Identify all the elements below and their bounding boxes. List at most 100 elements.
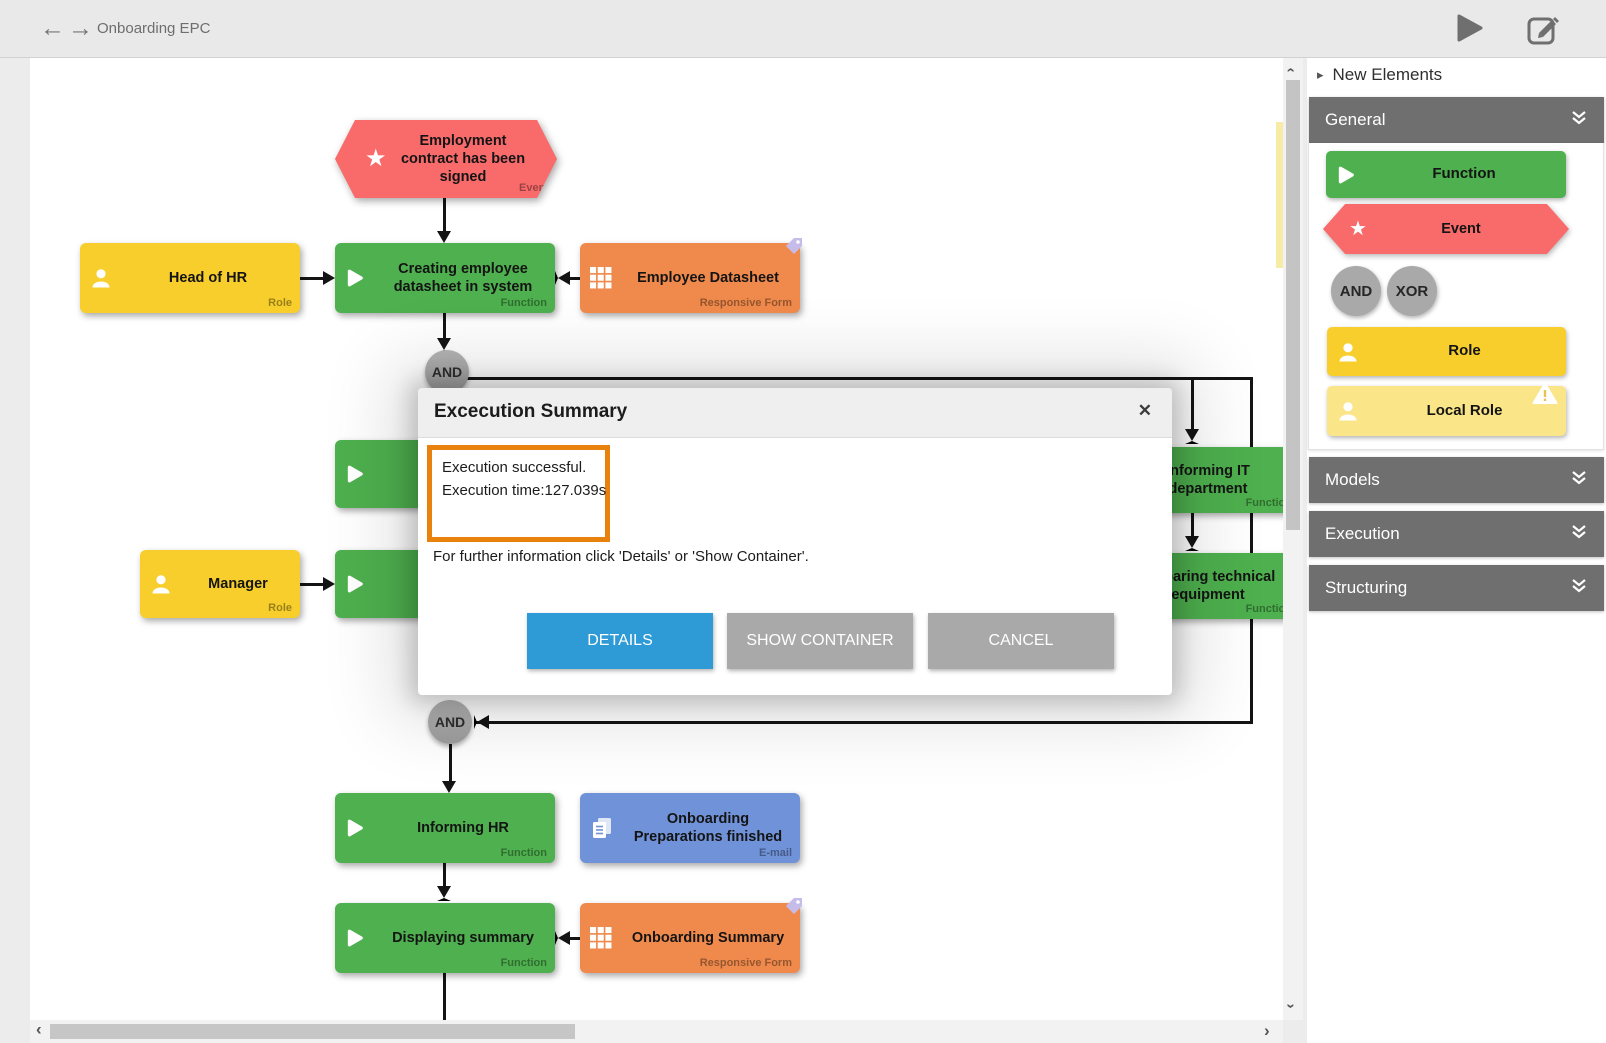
star-icon: ★: [1349, 218, 1367, 240]
arrowhead: [437, 886, 451, 901]
node-type-label: Role: [268, 602, 292, 614]
node-label: Creating employee datasheet in system: [393, 260, 533, 295]
form-node-onboarding-summary[interactable]: Onboarding Summary Responsive Form: [580, 898, 802, 973]
and-gateway-bottom[interactable]: AND: [428, 700, 472, 744]
section-header-models[interactable]: Models: [1309, 457, 1604, 503]
panel-header[interactable]: ▸ New Elements: [1317, 65, 1442, 85]
node-type-label: Responsive Form: [699, 297, 792, 309]
back-arrow-icon[interactable]: ←: [40, 14, 65, 42]
section-header-general[interactable]: General: [1309, 97, 1604, 143]
palette-item-label: XOR: [1395, 282, 1429, 300]
connector-line: [443, 198, 446, 231]
edit-pencil-icon[interactable]: [1524, 10, 1562, 53]
palette-item-label: Function: [1432, 165, 1496, 183]
node-label: Head of HR: [168, 269, 248, 286]
connector-line: [567, 276, 580, 280]
person-icon: [90, 267, 126, 289]
forward-arrow-icon[interactable]: →: [68, 14, 93, 42]
email-node-onboarding-preparations[interactable]: Onboarding Preparations finished E-mail: [580, 793, 800, 863]
status-line-1: Execution successful.: [442, 459, 587, 476]
scroll-left-icon[interactable]: ›: [36, 1022, 42, 1041]
palette-item-label: Role: [1448, 342, 1481, 360]
role-node-head-of-hr[interactable]: Head of HR Role: [80, 243, 300, 313]
palette-item-label: AND: [1339, 282, 1373, 300]
function-node-informing-hr[interactable]: Informing HR Function: [335, 793, 555, 863]
connector-line: [474, 720, 1253, 724]
role-node-manager[interactable]: Manager Role: [140, 550, 300, 618]
section-label: Models: [1325, 470, 1380, 489]
connector-line: [567, 936, 580, 940]
panel-header-label: New Elements: [1332, 65, 1443, 84]
palette-item-local-role[interactable]: Local Role: [1327, 382, 1566, 436]
play-icon: [345, 574, 381, 594]
show-container-button[interactable]: SHOW CONTAINER: [727, 613, 913, 669]
palette-item-label: Event: [1441, 220, 1481, 237]
node-label: Manager: [208, 575, 268, 592]
diagram-canvas[interactable]: ★ Employment contract has been signed Ev…: [30, 57, 1283, 1020]
warning-icon: [1532, 382, 1558, 408]
person-icon: [1337, 400, 1373, 422]
run-play-icon[interactable]: [1455, 12, 1485, 49]
function-node-creating-datasheet[interactable]: Creating employee datasheet in system Fu…: [335, 243, 555, 313]
play-icon: [345, 818, 381, 838]
horizontal-scrollbar[interactable]: › ›: [30, 1020, 1283, 1043]
node-type-label: Function: [500, 847, 547, 859]
palette-item-xor[interactable]: XOR: [1387, 266, 1437, 316]
palette-item-label: Local Role: [1426, 401, 1503, 419]
vertical-scrollbar[interactable]: › ›: [1281, 57, 1303, 1020]
section-label: General: [1325, 110, 1386, 129]
connector-line: [443, 863, 446, 886]
connector-line: [1191, 378, 1194, 429]
palette-item-function[interactable]: Function: [1326, 151, 1566, 198]
play-icon: [345, 268, 381, 288]
connector-line: [443, 973, 446, 1020]
connector-line: [300, 276, 323, 280]
connector-line: [447, 376, 1253, 380]
play-icon: [1336, 165, 1372, 185]
vertical-scrollbar-thumb[interactable]: [1286, 80, 1300, 530]
scroll-up-icon[interactable]: ›: [1281, 67, 1299, 73]
node-type-label: E-mail: [758, 847, 792, 859]
node-type-label: Role: [268, 297, 292, 309]
event-node-employment-contract[interactable]: ★ Employment contract has been signed Ev…: [335, 120, 557, 198]
palette-item-role[interactable]: Role: [1327, 327, 1566, 376]
collapse-icon: [1570, 110, 1588, 131]
function-node-displaying-summary[interactable]: Displaying summary Function: [335, 903, 555, 973]
status-line-2: Execution time:127.039s: [442, 482, 607, 499]
execution-summary-dialog: Excecution Summary ✕ Execution successfu…: [418, 388, 1172, 695]
palette-item-event[interactable]: ★ Event: [1323, 204, 1569, 254]
arrowhead: [474, 715, 489, 729]
general-section-content: Function ★ Event AND XOR Role Local Role: [1308, 143, 1604, 450]
node-label: Employee Datasheet: [637, 269, 779, 286]
new-elements-panel: ▸ New Elements General Function ★ Event …: [1307, 57, 1606, 1043]
scroll-down-icon[interactable]: ›: [1282, 1003, 1300, 1009]
dialog-header: Excecution Summary ✕: [418, 388, 1172, 438]
and-gateway-top[interactable]: AND: [425, 350, 469, 394]
connector-line: [443, 313, 446, 338]
horizontal-scrollbar-thumb[interactable]: [50, 1024, 575, 1039]
form-node-employee-datasheet[interactable]: Employee Datasheet Responsive Form: [580, 238, 802, 313]
section-header-execution[interactable]: Execution: [1309, 511, 1604, 557]
collapse-icon: [1570, 524, 1588, 545]
clipped-element-sliver: [1276, 122, 1283, 268]
node-type-label: Event: [519, 182, 549, 194]
grid-icon: [590, 267, 626, 289]
top-toolbar: ← → Onboarding EPC: [0, 0, 1606, 58]
close-icon[interactable]: ✕: [1137, 401, 1152, 420]
details-button[interactable]: DETAILS: [527, 613, 713, 669]
node-type-label: Function: [500, 957, 547, 969]
node-type-label: Function: [1245, 497, 1283, 509]
grid-icon: [590, 927, 626, 949]
node-label: Preparing technical equipment: [1140, 568, 1276, 603]
arrowhead: [1185, 536, 1199, 551]
palette-item-and[interactable]: AND: [1331, 266, 1381, 316]
node-type-label: Function: [500, 297, 547, 309]
section-label: Execution: [1325, 524, 1400, 543]
section-header-structuring[interactable]: Structuring: [1309, 565, 1604, 611]
cancel-button[interactable]: CANCEL: [928, 613, 1114, 669]
node-type-label: Function: [1245, 603, 1283, 615]
connector-line: [448, 744, 452, 781]
person-icon: [150, 573, 186, 595]
dialog-title: Excecution Summary: [434, 401, 628, 422]
scroll-right-icon[interactable]: ›: [1264, 1021, 1270, 1040]
